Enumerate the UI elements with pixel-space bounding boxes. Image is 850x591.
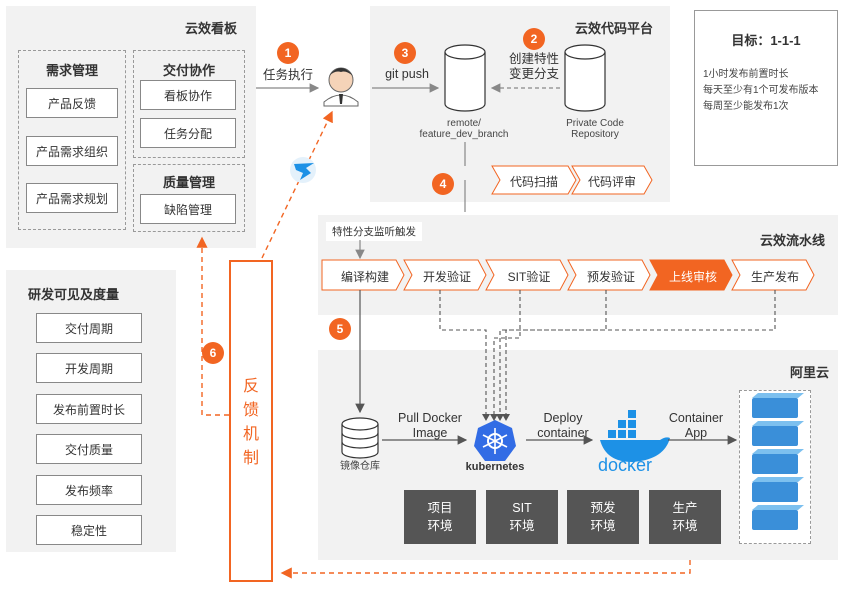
code-title: 云效代码平台 [575, 21, 654, 36]
pipeline-stage-label[interactable]: 预发验证 [586, 270, 635, 284]
env-production[interactable]: 生产 环境 [649, 490, 721, 544]
pipeline-stage-label[interactable]: 编译构建 [340, 270, 389, 284]
step-1-badge: 1 [277, 42, 299, 64]
board-title: 云效看板 [185, 21, 238, 36]
feedback-bar [229, 260, 273, 582]
metric-lead-time[interactable]: 发布前置时长 [36, 394, 142, 424]
req-group-box [18, 50, 126, 230]
metric-frequency[interactable]: 发布频率 [36, 475, 142, 505]
docker-label: docker [597, 455, 653, 475]
step-2-badge: 2 [523, 28, 545, 50]
env-sit[interactable]: SIT 环境 [486, 490, 558, 544]
req-group-title: 需求管理 [45, 63, 98, 78]
pipeline-stage-label[interactable]: 上线审核 [668, 270, 717, 284]
quality-item-defect[interactable]: 缺陷管理 [140, 194, 236, 224]
code-scan-label[interactable]: 代码扫描 [509, 175, 558, 189]
goal-line-2: 每天至少有1个可发布版本 [703, 85, 819, 96]
pipeline-stage-label[interactable]: SIT验证 [507, 270, 551, 284]
step-1-label: 任务执行 [262, 68, 313, 82]
code-review-label[interactable]: 代码评审 [587, 175, 636, 189]
dingtalk-icon [290, 157, 316, 183]
step-3-badge: 3 [394, 42, 416, 64]
private-repo-label: Private Code Repository [566, 118, 624, 140]
container-app-box [739, 390, 811, 544]
pipeline-stage-label[interactable]: 开发验证 [422, 270, 471, 284]
metric-quality[interactable]: 交付质量 [36, 434, 142, 464]
quality-group-title: 质量管理 [162, 175, 215, 190]
metric-delivery-cycle[interactable]: 交付周期 [36, 313, 142, 343]
container-app-label: Container App [668, 411, 724, 440]
env-project[interactable]: 项目 环境 [404, 490, 476, 544]
k8s-label: kubernetes [465, 461, 525, 473]
goals-title: 目标：1-1-1 [731, 33, 801, 48]
feedback-label: 反 馈 机 制 [242, 378, 259, 467]
pull-image-label: Pull Docker Image [398, 411, 462, 440]
goals-box [694, 10, 838, 166]
delivery-item-kanban[interactable]: 看板协作 [140, 80, 236, 110]
developer-icon [323, 67, 359, 107]
cloud-title: 阿里云 [790, 365, 830, 380]
metric-stability[interactable]: 稳定性 [36, 515, 142, 545]
env-staging[interactable]: 预发 环境 [567, 490, 639, 544]
trigger-label: 特性分支监听触发 [326, 222, 422, 241]
delivery-group-box [133, 50, 245, 158]
req-item-plan[interactable]: 产品需求规划 [26, 183, 118, 213]
req-item-feedback[interactable]: 产品反馈 [26, 88, 118, 118]
delivery-item-task[interactable]: 任务分配 [140, 118, 236, 148]
deploy-container-label: Deploy container [537, 411, 589, 440]
step-6-badge: 6 [202, 342, 224, 364]
step-4-badge: 4 [432, 173, 454, 195]
step-2-label: 创建特性 变更分支 [508, 52, 559, 81]
metrics-title: 研发可见及度量 [28, 287, 120, 302]
step-3-label: git push [385, 67, 429, 81]
pipeline-stage-label[interactable]: 生产发布 [750, 270, 799, 284]
delivery-group-title: 交付协作 [162, 63, 215, 78]
registry-label: 镜像仓库 [340, 461, 380, 472]
step-5-badge: 5 [329, 318, 351, 340]
req-item-organize[interactable]: 产品需求组织 [26, 136, 118, 166]
pipeline-title: 云效流水线 [760, 233, 826, 248]
quality-group-box [133, 164, 245, 232]
remote-branch-label: remote/ feature_dev_branch [419, 118, 509, 140]
goal-line-1: 1小时发布前置时长 [703, 69, 789, 80]
goal-line-3: 每周至少能发布1次 [703, 101, 789, 112]
metric-dev-cycle[interactable]: 开发周期 [36, 353, 142, 383]
